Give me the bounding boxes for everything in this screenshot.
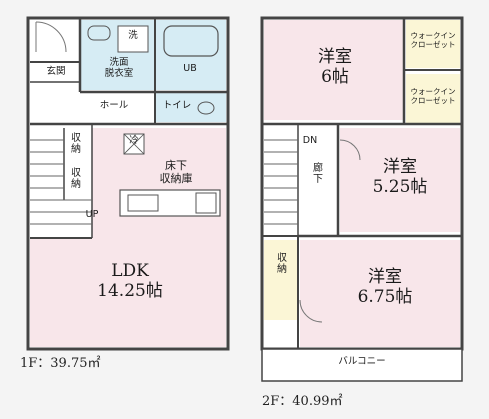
ldk-area: [30, 238, 226, 347]
wic2-label: ウォークイン クローゼット: [407, 87, 459, 105]
fridge-label: 冷: [129, 135, 139, 146]
up-label: UP: [85, 209, 99, 220]
corridor-label: 廊下: [310, 162, 322, 184]
western3-area: [300, 240, 460, 347]
underfloor-line2: 収納庫: [159, 171, 193, 185]
western2-label: 洋室 5.25帖: [360, 157, 440, 197]
storage2-label: 収納: [68, 167, 80, 189]
western2-size: 5.25帖: [372, 176, 428, 197]
western3-name: 洋室: [368, 267, 402, 287]
western3-label: 洋室 6.75帖: [340, 267, 430, 307]
washer-label: 洗: [128, 30, 138, 41]
storage2f-label: 収納: [274, 252, 286, 274]
storage2f-area: [264, 240, 298, 320]
underfloor-line1: 床下: [165, 159, 187, 172]
western2-name: 洋室: [383, 157, 417, 177]
floor1-stairs: [30, 139, 92, 225]
entrance-label: 玄関: [46, 66, 66, 77]
washroom-line1: 洗面: [109, 57, 129, 68]
hall-label: ホール: [99, 100, 129, 111]
wic2-line1: ウォークイン: [410, 87, 456, 96]
kitchen-area: [92, 128, 226, 238]
western1-area: [264, 20, 404, 120]
western3-size: 6.75帖: [357, 286, 413, 307]
dn-label: DN: [302, 135, 318, 146]
balcony-area: [261, 348, 463, 382]
ldk-label: LDK 14.25帖: [70, 261, 190, 301]
bath-area: [80, 20, 226, 90]
western1-size: 6帖: [321, 66, 349, 87]
wic1-line2: クローゼット: [410, 39, 456, 49]
wic1-area: [406, 20, 460, 68]
washroom-label: 洗面 脱衣室: [84, 57, 154, 80]
ldk-name: LDK: [111, 261, 149, 281]
western1-label: 洋室 6帖: [300, 47, 370, 87]
balcony-label: バルコニー: [338, 356, 386, 367]
wic1-line1: ウォークイン: [410, 31, 456, 40]
floor1-area: 1F：39.75㎡: [20, 356, 101, 371]
western2-area: [340, 128, 460, 232]
wic2-line2: クローゼット: [410, 95, 456, 105]
kitchen-counter: [119, 189, 221, 217]
washroom-line2: 脱衣室: [104, 67, 134, 79]
floor2-area: 2F：40.99㎡: [262, 394, 343, 409]
ub-label: UB: [183, 63, 197, 74]
western1-name: 洋室: [318, 47, 352, 67]
floor2-plan: [260, 16, 464, 382]
floor1-plan: [26, 16, 230, 351]
wic2-area: [406, 74, 460, 124]
wic1-label: ウォークイン クローゼット: [407, 31, 459, 49]
toilet-label: トイレ: [162, 100, 192, 111]
floor2-stairs: [264, 139, 298, 225]
ldk-size: 14.25帖: [97, 280, 163, 301]
underfloor-label: 床下 収納庫: [146, 159, 206, 185]
storage1-label: 収納: [68, 132, 80, 154]
